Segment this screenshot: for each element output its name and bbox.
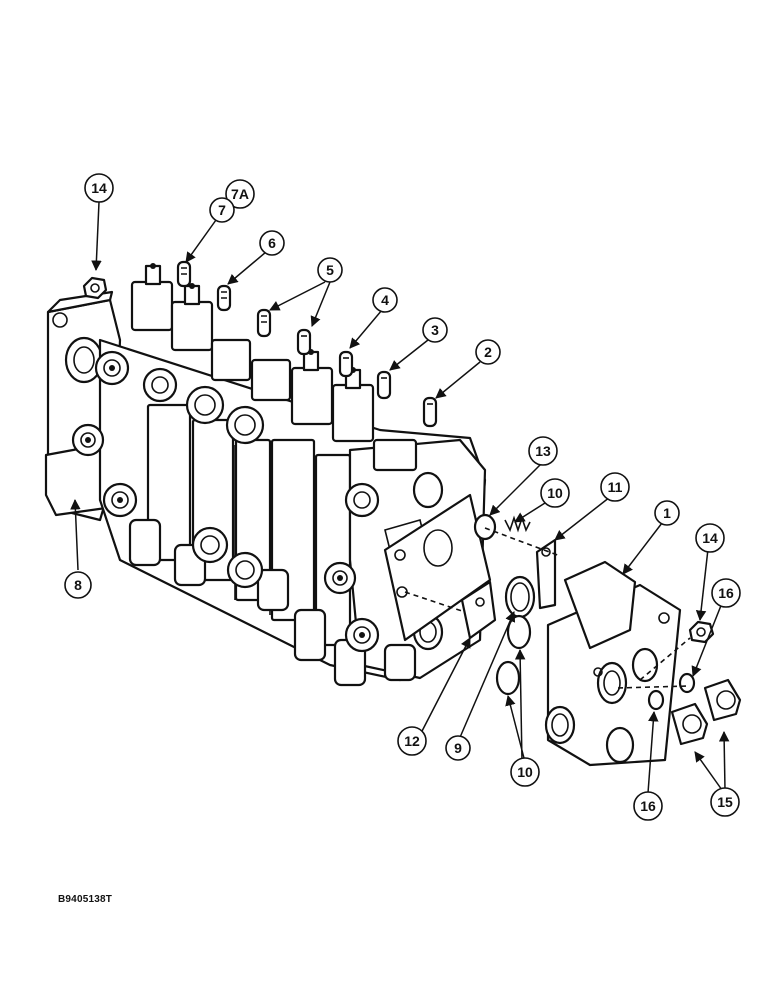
spool-ends [176,260,438,428]
svg-text:2: 2 [484,344,492,360]
callout-16-lower: 16 [633,791,663,821]
callout-3: 3 [422,317,448,343]
svg-text:7: 7 [218,202,226,218]
svg-text:4: 4 [381,292,389,308]
callout-11: 11 [600,472,630,502]
callout-7a: 7A [225,179,255,209]
svg-text:6: 6 [268,235,276,251]
svg-text:8: 8 [74,577,82,593]
callout-10-upper: 10 [540,478,570,508]
callout-13: 13 [528,436,558,466]
relief-valve-caps [130,263,418,472]
callout-2: 2 [475,339,501,365]
callout-7: 7 [209,197,235,223]
svg-text:10: 10 [517,764,533,780]
svg-text:7A: 7A [231,186,249,202]
port-fittings [71,350,380,653]
svg-text:16: 16 [718,585,734,601]
callout-8: 8 [64,571,92,599]
callout-5: 5 [317,257,343,283]
callout-10-lower: 10 [510,757,540,787]
svg-text:10: 10 [547,485,563,501]
svg-text:13: 13 [535,443,551,459]
svg-text:11: 11 [608,479,623,495]
svg-text:14: 14 [702,530,718,546]
svg-text:14: 14 [91,180,107,196]
nut-top-left [82,276,108,300]
spring-poppet [473,513,531,541]
leader-lines [70,201,730,794]
gasket-plate [383,493,497,642]
nut-right [688,620,715,644]
figure-reference-code: B9405138T [58,894,113,905]
callout-15: 15 [710,787,740,817]
callout-14-top: 14 [84,173,114,203]
callout-12: 12 [397,726,427,756]
plugs [670,678,742,746]
small-seals [647,672,696,711]
svg-text:3: 3 [431,322,439,338]
svg-text:9: 9 [454,740,462,756]
callout-4: 4 [372,287,398,313]
callout-6: 6 [259,230,285,256]
seal-gasket [535,538,557,610]
alignment-lines [404,527,691,689]
callout-14-right: 14 [695,523,725,553]
callout-16-right: 16 [711,578,741,608]
svg-text:16: 16 [640,798,656,814]
svg-text:5: 5 [326,262,334,278]
svg-text:1: 1 [663,505,671,521]
callout-1: 1 [654,500,680,526]
callout-9: 9 [445,735,471,761]
end-cover [544,560,682,767]
o-rings [495,575,536,696]
svg-text:15: 15 [717,794,733,810]
svg-text:12: 12 [404,733,420,749]
